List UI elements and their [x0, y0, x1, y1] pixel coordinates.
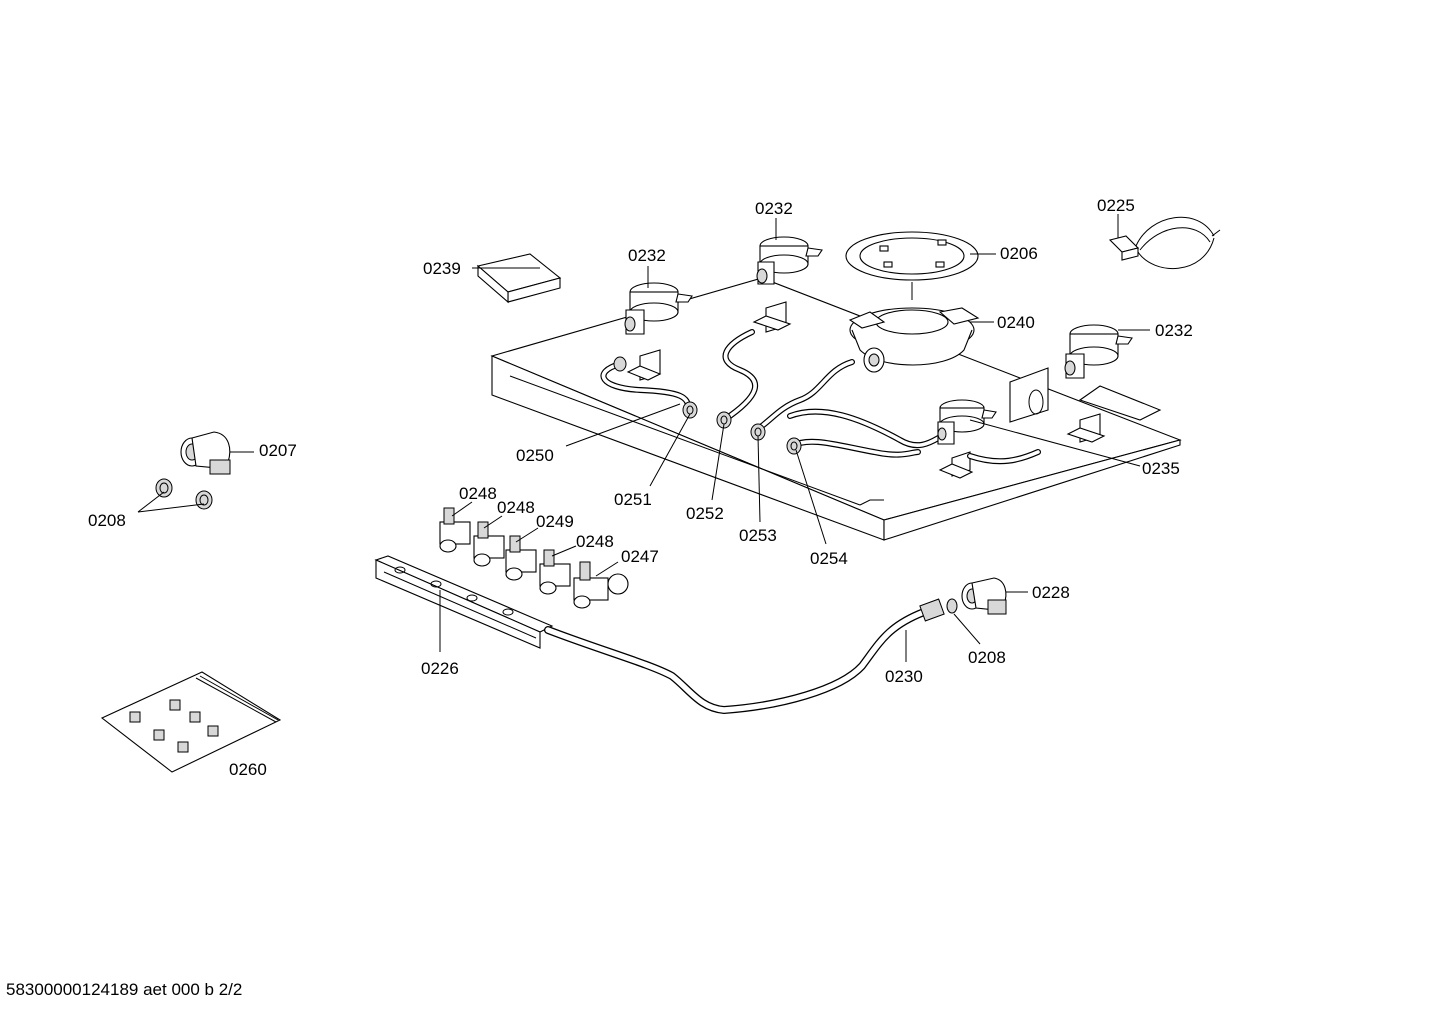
nozzle — [169, 699, 181, 711]
pipe-nut-0250 — [613, 356, 627, 372]
gas-valve-0248-a — [439, 507, 471, 553]
callout-0230: 0230 — [885, 667, 923, 686]
elbow-connector-0228 — [961, 577, 1007, 615]
hob-tray — [490, 277, 1182, 541]
callout-0240: 0240 — [997, 313, 1035, 332]
burner-cup-0232-top — [756, 236, 823, 285]
wok-burner-body-0240 — [848, 307, 980, 373]
callout-0249: 0249 — [536, 512, 574, 531]
pipe-nut-0251 — [682, 401, 698, 419]
drawing-reference-footer: 58300000124189 aet 000 b 2/2 — [6, 980, 243, 999]
front-block-0239 — [476, 253, 562, 304]
callout-0226: 0226 — [421, 659, 459, 678]
nozzle — [177, 741, 189, 753]
callout-0207: 0207 — [259, 441, 297, 460]
callout-0260: 0260 — [229, 760, 267, 779]
injector-bag-0260 — [100, 671, 282, 773]
callout-0232-top: 0232 — [755, 199, 793, 218]
nozzle — [189, 711, 201, 723]
callout-0239: 0239 — [423, 259, 461, 278]
gas-valve-0249 — [505, 535, 537, 581]
tray-bracket — [938, 451, 974, 479]
nozzle — [129, 711, 141, 723]
callout-0248-c: 0248 — [576, 532, 614, 551]
burner-cup-0232-left — [624, 282, 693, 335]
burner-ring-0206 — [845, 231, 979, 300]
callout-0208-left: 0208 — [88, 511, 126, 530]
pipe-nut-0254 — [786, 437, 802, 455]
tray-bracket — [1066, 413, 1106, 443]
callout-0232-left: 0232 — [628, 246, 666, 265]
gas-valve-0247 — [573, 561, 629, 609]
ignition-cable-0225 — [1108, 216, 1221, 270]
leader-lines — [137, 214, 1150, 645]
burner-cup-0232-right — [1064, 324, 1133, 379]
callout-0232-right: 0232 — [1155, 321, 1193, 340]
elbow-connector-0207 — [180, 431, 231, 475]
gas-valve-0248-c — [539, 549, 571, 595]
callout-0251: 0251 — [614, 490, 652, 509]
callout-0253: 0253 — [739, 526, 777, 545]
callout-0252: 0252 — [686, 504, 724, 523]
callout-0208-right: 0208 — [968, 648, 1006, 667]
pipe-nut-0252 — [716, 411, 732, 429]
callout-0225: 0225 — [1097, 196, 1135, 215]
callout-0248-a: 0248 — [459, 484, 497, 503]
seal-ring-0208-left-a — [155, 478, 173, 498]
gas-manifold-0226 — [374, 555, 554, 652]
callout-0248-b: 0248 — [497, 498, 535, 517]
tray-bracket — [752, 301, 792, 333]
tray-bracket — [626, 349, 662, 381]
gas-valve-0248-b — [473, 521, 505, 567]
callout-0250: 0250 — [516, 446, 554, 465]
internal-gas-pipes — [600, 329, 1041, 465]
seal-ring-0208-left-b — [195, 490, 213, 510]
seal-ring-0208-right — [946, 598, 958, 614]
callout-0254: 0254 — [810, 549, 848, 568]
callout-0247: 0247 — [621, 547, 659, 566]
burner-cup-0235 — [937, 399, 997, 445]
callout-0235: 0235 — [1142, 459, 1180, 478]
callout-0228: 0228 — [1032, 583, 1070, 602]
main-gas-pipe-0230 — [544, 598, 945, 714]
nozzle — [207, 725, 219, 737]
callout-labels: 0225 0232 0232 0206 0239 0240 0232 0235 … — [88, 196, 1193, 779]
nozzle — [153, 729, 165, 741]
callout-0206: 0206 — [1000, 244, 1038, 263]
